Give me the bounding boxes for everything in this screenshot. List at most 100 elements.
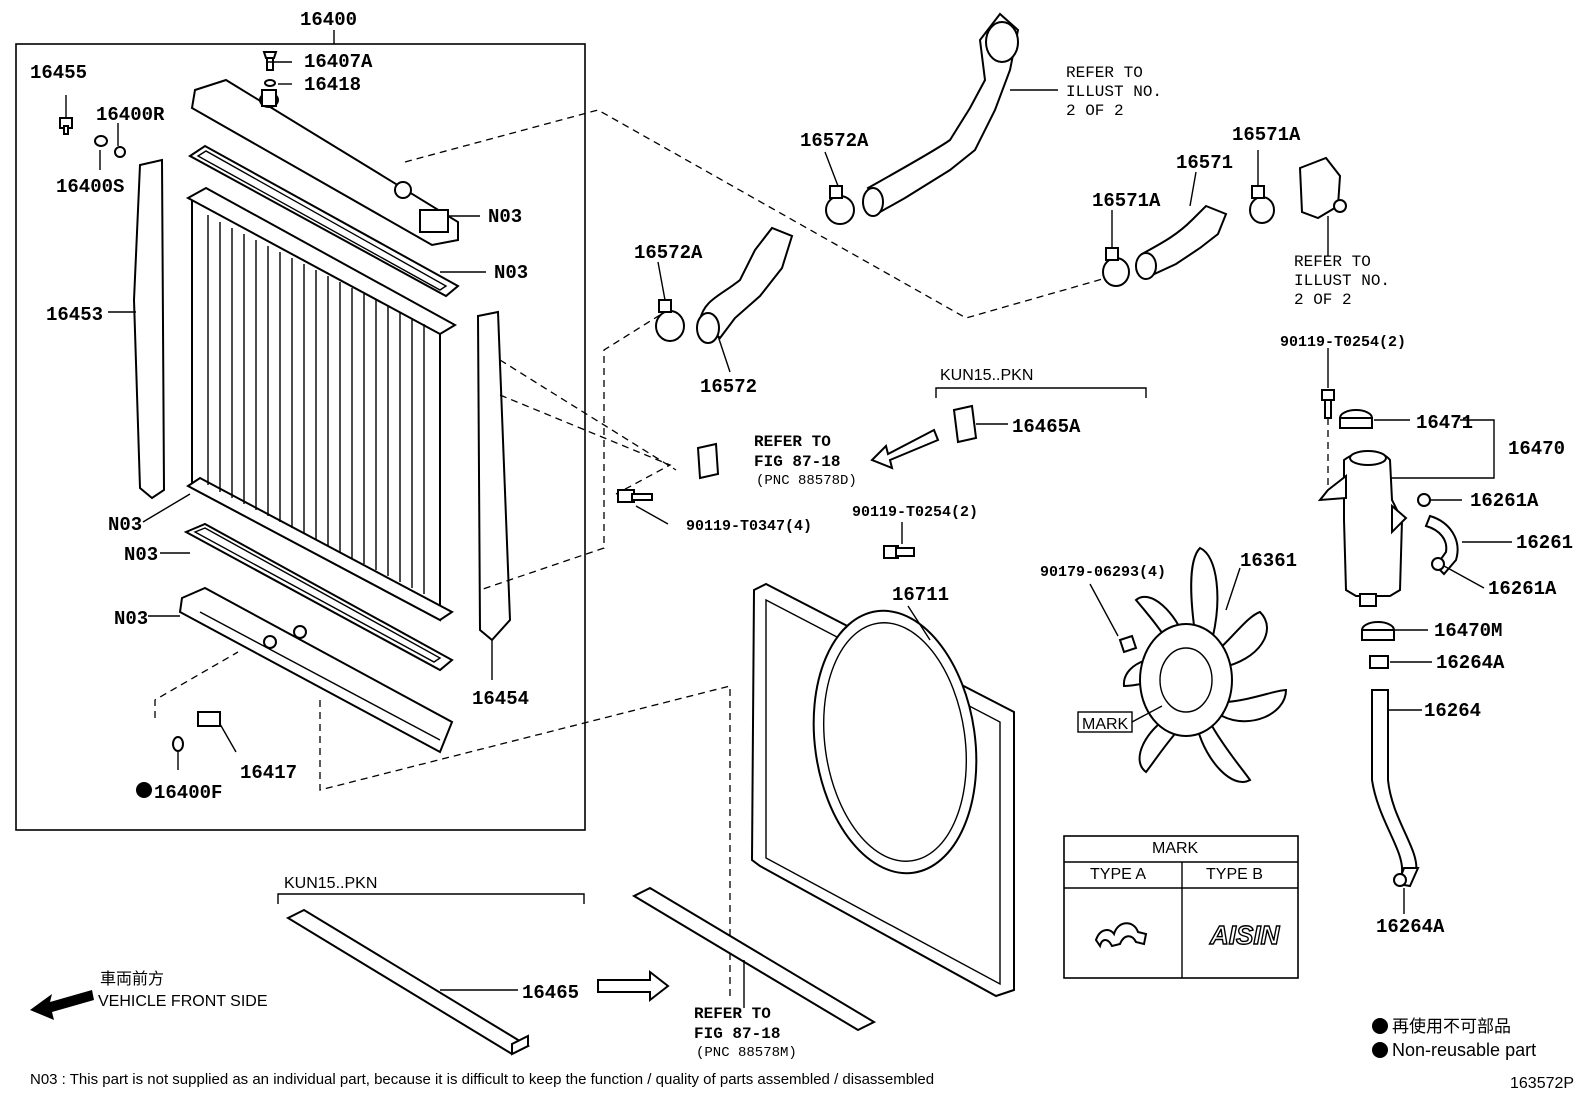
- clip-16264A-top: [1369, 655, 1389, 669]
- vehicle-front-en: VEHICLE FRONT SIDE: [98, 993, 268, 1010]
- radiator-core: [185, 186, 458, 622]
- label-16264A-lower: 16264A: [1376, 916, 1445, 938]
- clamp-16572A-upper: [825, 185, 855, 225]
- spacer-fig87: [696, 442, 720, 480]
- label-16572: 16572: [700, 376, 757, 398]
- label-16453: 16453: [46, 304, 103, 326]
- label-16264A-upper: 16264A: [1436, 652, 1505, 674]
- label-16571A-left: 16571A: [1092, 190, 1161, 212]
- label-16711: 16711: [892, 584, 949, 606]
- label-16400R: 16400R: [96, 104, 165, 126]
- label-n03-1: N03: [488, 206, 522, 228]
- label-16465A: 16465A: [1012, 416, 1081, 438]
- bolt-16455: [59, 117, 73, 135]
- mark-table-type-b: TYPE B: [1206, 866, 1263, 883]
- label-16571: 16571: [1176, 152, 1233, 174]
- nonreusable-dot-16400F: [136, 782, 152, 798]
- two-of-two-1: 2 OF 2: [1066, 102, 1124, 120]
- fig-87-18-2: FIG 87-18: [694, 1025, 780, 1043]
- hose-16571: [1135, 204, 1228, 280]
- label-16455: 16455: [30, 62, 87, 84]
- legend-en: Non-reusable part: [1392, 1040, 1536, 1060]
- bracket-16453: [132, 158, 166, 500]
- fan-16361: [1122, 546, 1288, 783]
- arrow-to-fig: [870, 428, 940, 470]
- lower-seal: [183, 522, 454, 672]
- fan-shroud-16711: [750, 582, 1015, 998]
- aisin-logo: AISIN: [1209, 920, 1281, 950]
- legend-dot-jp: [1372, 1018, 1388, 1034]
- label-n03-4: N03: [124, 544, 158, 566]
- clip-16264A-bottom: [1393, 873, 1407, 887]
- label-16470: 16470: [1508, 438, 1565, 460]
- label-16400F: 16400F: [154, 782, 222, 804]
- label-90119-T0254-shroud: 90119-T0254(2): [852, 504, 978, 521]
- label-16261A-lower: 16261A: [1488, 578, 1557, 600]
- label-16470M: 16470M: [1434, 620, 1502, 642]
- hose-16572: [696, 226, 794, 344]
- bracket-16465: [285, 908, 531, 1056]
- reservoir-cap-16471: [1339, 409, 1373, 429]
- grommet-16470M: [1361, 621, 1395, 641]
- radiator-lower-tank: [178, 586, 454, 754]
- pnc-88578D: (PNC 88578D): [756, 473, 857, 489]
- label-16361: 16361: [1240, 550, 1297, 572]
- label-16418: 16418: [304, 74, 361, 96]
- spacer-16465A: [952, 404, 978, 444]
- bolt-90119-T0254-shroud: [883, 545, 915, 559]
- arrow-right-outline: [597, 969, 670, 1003]
- hose-16264: [1371, 689, 1420, 888]
- label-16454: 16454: [472, 688, 529, 710]
- label-n03-2: N03: [494, 262, 528, 284]
- fig-87-18-1: FIG 87-18: [754, 453, 840, 471]
- diagram-id: 163572P: [1510, 1075, 1574, 1092]
- footnote-n03: N03 : This part is not supplied as an in…: [30, 1071, 934, 1088]
- clip-16261A-upper: [1417, 493, 1431, 507]
- label-16400: 16400: [300, 9, 357, 31]
- refer-to-1: REFER TO: [1066, 64, 1143, 82]
- type-a-symbol: [1094, 922, 1148, 949]
- upper-seal: [188, 144, 460, 298]
- radiator-upper-tank: [190, 78, 459, 247]
- refer-to-2: REFER TO: [1294, 253, 1371, 271]
- nut-90179-06293: [1118, 634, 1138, 654]
- bracket-16454: [476, 310, 512, 642]
- label-90179-06293: 90179-06293(4): [1040, 564, 1166, 581]
- drain-cock-16417: [172, 711, 221, 752]
- legend-dot-en: [1372, 1042, 1388, 1058]
- water-outlet-pipe: [862, 12, 1020, 217]
- mark-table: [1063, 835, 1299, 979]
- bolt-90119-T0254-reservoir: [1321, 389, 1335, 419]
- label-16264: 16264: [1424, 700, 1481, 722]
- label-16261: 16261: [1516, 532, 1573, 554]
- label-n03-5: N03: [114, 608, 148, 630]
- refer-to-fig-2: REFER TO: [694, 1005, 771, 1023]
- label-16400S: 16400S: [56, 176, 124, 198]
- mark-table-type-a: TYPE A: [1090, 866, 1146, 883]
- label-16571A-right: 16571A: [1232, 124, 1301, 146]
- water-inlet-16571: [1298, 156, 1347, 220]
- illust-no-2: ILLUST NO.: [1294, 272, 1390, 290]
- label-n03-3: N03: [108, 514, 142, 536]
- illust-no-1: ILLUST NO.: [1066, 83, 1162, 101]
- legend-jp: 再使用不可部品: [1392, 1016, 1511, 1036]
- kun15-note-upper: KUN15..PKN: [940, 367, 1033, 384]
- two-of-two-2: 2 OF 2: [1294, 291, 1352, 309]
- clamp-16572A-lower: [655, 299, 685, 342]
- label-16465: 16465: [522, 982, 579, 1004]
- label-16407A: 16407A: [304, 51, 373, 73]
- refer-to-fig-1: REFER TO: [754, 433, 831, 451]
- label-90119-T0347: 90119-T0347(4): [686, 518, 812, 535]
- vehicle-front-jp: 車両前方: [100, 970, 164, 988]
- bolt-90119-T0347: [617, 489, 653, 503]
- bracket-fig87-18: [631, 886, 877, 1032]
- label-16261A-upper: 16261A: [1470, 490, 1539, 512]
- mark-callout-text: MARK: [1082, 716, 1129, 733]
- label-16572A-upper: 16572A: [800, 130, 869, 152]
- clamp-16571A-left: [1102, 247, 1130, 287]
- clip-16261A-lower: [1431, 557, 1445, 571]
- pnc-88578M: (PNC 88578M): [696, 1045, 797, 1061]
- label-16471: 16471: [1416, 412, 1473, 434]
- clamp-16571A-right: [1249, 185, 1275, 224]
